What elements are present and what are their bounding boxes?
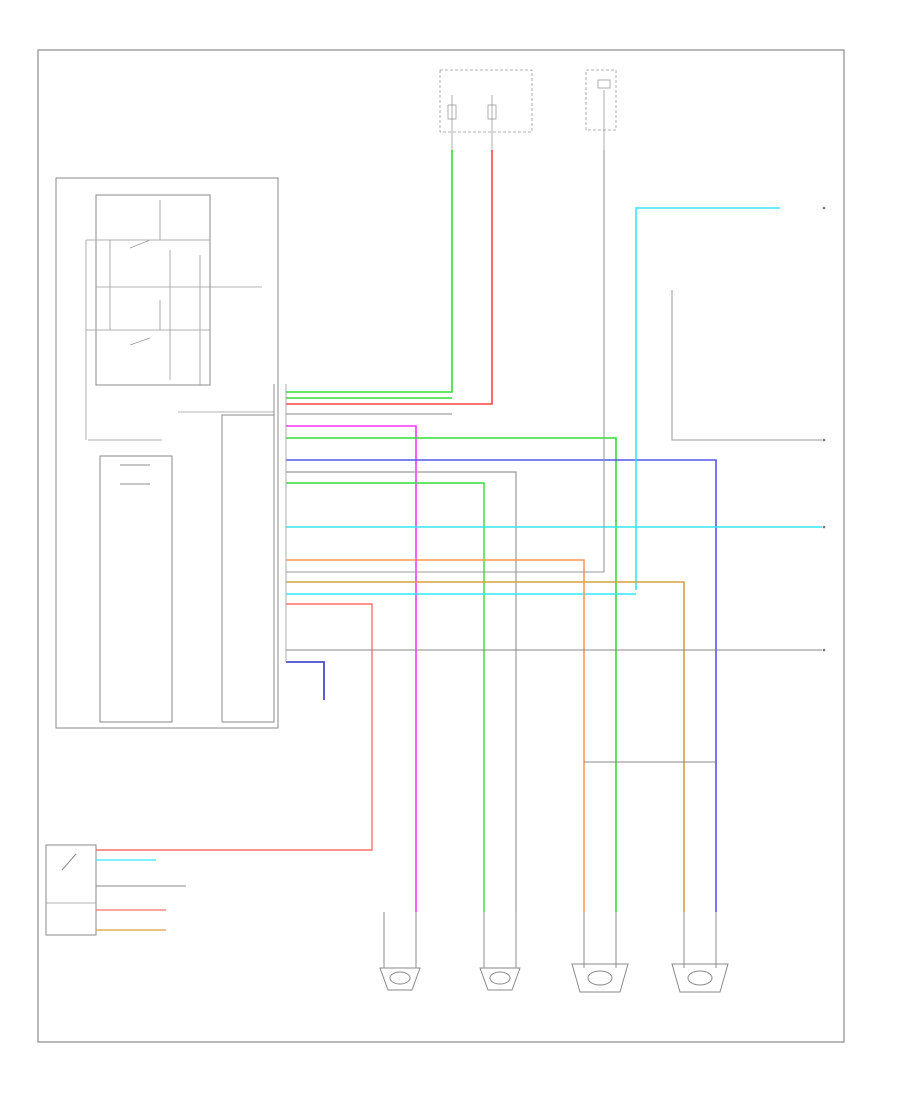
- terminal-4: [822, 648, 826, 652]
- terminal-1: [822, 206, 826, 210]
- diagram-frame: [37, 49, 845, 1043]
- speaker-3: [571, 912, 629, 993]
- terminal-3: [822, 525, 826, 529]
- blue-ground-wire: [286, 661, 325, 700]
- green-wire-b: [286, 437, 617, 912]
- top-fuse-block-left: [439, 69, 533, 150]
- cyan-wire-top: [635, 207, 780, 590]
- top-fuse-block-right: [585, 69, 617, 150]
- pink-wire: [96, 603, 373, 851]
- gray-wire-top-right: [286, 150, 605, 573]
- speaker-1: [379, 912, 421, 991]
- magenta-wire: [286, 425, 417, 912]
- green-wire-c: [286, 482, 485, 912]
- relay-unit-box: [55, 177, 279, 729]
- actuator-module: [88, 439, 173, 723]
- gray-wire: [286, 471, 517, 912]
- gray-wire-right-sensor: [671, 290, 822, 441]
- selector-control-unit: [178, 384, 275, 723]
- blue-wire: [286, 459, 717, 912]
- terminal-2: [822, 438, 826, 442]
- speaker-2: [479, 912, 521, 991]
- tan-wire: [286, 581, 685, 912]
- red-wire: [286, 150, 493, 405]
- green-wire-a: [286, 150, 453, 393]
- speaker-4: [671, 912, 729, 993]
- switch-assembly: [45, 844, 186, 936]
- orange-wire: [286, 559, 585, 912]
